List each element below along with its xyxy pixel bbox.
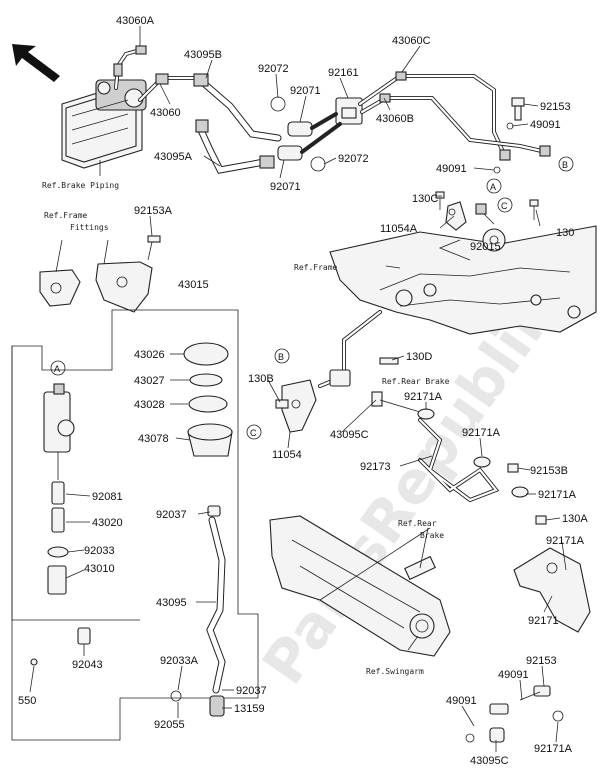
- label-49091-top: 49091: [530, 119, 561, 131]
- label-130D: 130D: [406, 351, 432, 363]
- label-92072-top: 92072: [258, 63, 289, 75]
- label-130A: 130A: [562, 513, 588, 525]
- label-92153-top: 92153: [540, 101, 571, 113]
- label-92171: 92171: [528, 615, 559, 627]
- rear-brake-pedal: [465, 515, 591, 743]
- label-92171A-5: 92171A: [534, 743, 573, 755]
- label-43010: 43010: [84, 563, 115, 575]
- callout-a-lower-label: A: [54, 364, 60, 374]
- abs-unit: [61, 79, 147, 176]
- label-92161: 92161: [328, 67, 359, 79]
- frame: [329, 191, 597, 335]
- label-92171A-2: 92171A: [462, 427, 501, 439]
- label-43060C: 43060C: [392, 35, 431, 47]
- callout-c-lower-label: C: [250, 428, 257, 438]
- front-arrow-icon: [12, 44, 60, 82]
- label-130B: 130B: [248, 373, 274, 385]
- label-43027: 43027: [134, 375, 165, 387]
- label-43095A: 43095A: [154, 151, 193, 163]
- label-92171A-4: 92171A: [546, 535, 585, 547]
- part-labels: 43060A 43095B 43060 92072 92161 43060C 9…: [18, 15, 588, 767]
- reservoir-bracket: [39, 235, 161, 313]
- label-92071-bottom: 92071: [270, 181, 301, 193]
- label-43095: 43095: [156, 597, 187, 609]
- ref-rear-brake: Ref.Rear Brake: [382, 377, 450, 386]
- label-92153B: 92153B: [530, 465, 568, 477]
- label-130: 130: [556, 227, 574, 239]
- label-92171A-1: 92171A: [404, 391, 443, 403]
- ref-frame-fittings-line2: Fittings: [70, 223, 109, 232]
- label-92033A: 92033A: [160, 655, 199, 667]
- leader-lines: [29, 26, 567, 752]
- ref-rear-brake-2-line2: Brake: [420, 531, 444, 540]
- ref-frame: Ref.Frame: [294, 263, 338, 272]
- callout-a-lower: [50, 360, 66, 376]
- callout-b-upper-label: B: [562, 160, 568, 170]
- callout-b-lower: [274, 348, 290, 364]
- label-92153-low: 92153: [526, 655, 557, 667]
- label-13159: 13159: [234, 703, 265, 715]
- label-11054A: 11054A: [380, 223, 418, 235]
- callout-c-upper: [497, 197, 513, 213]
- label-92081: 92081: [92, 491, 123, 503]
- assembly-outline: [11, 309, 259, 741]
- label-49091-mid: 49091: [436, 163, 467, 175]
- ref-swingarm: Ref.Swingarm: [366, 667, 424, 676]
- label-43060B: 43060B: [376, 113, 414, 125]
- callout-c-lower: [246, 424, 262, 440]
- callout-c-upper-label: C: [501, 201, 508, 211]
- ref-frame-fittings-line1: Ref.Frame: [44, 211, 88, 220]
- rear-brake-bracket: [275, 310, 421, 433]
- label-43095C: 43095C: [330, 429, 369, 441]
- label-49091-bottom: 49091: [446, 695, 477, 707]
- label-43095B: 43095B: [184, 49, 222, 61]
- label-43078: 43078: [138, 433, 169, 445]
- label-43020: 43020: [92, 517, 123, 529]
- label-92037-low: 92037: [236, 685, 267, 697]
- label-92171A-3: 92171A: [538, 489, 577, 501]
- label-43060: 43060: [150, 107, 181, 119]
- reference-labels: Ref.Brake Piping Ref.Frame Fittings Ref.…: [42, 181, 450, 676]
- assembly-outline-left: [11, 346, 140, 621]
- label-92037-mid: 92037: [156, 509, 187, 521]
- label-43028: 43028: [134, 399, 165, 411]
- master-cylinder: [30, 383, 91, 666]
- label-92153A: 92153A: [134, 205, 173, 217]
- label-130C: 130C: [412, 193, 438, 205]
- label-92173: 92173: [360, 461, 391, 473]
- label-43060A: 43060A: [116, 15, 155, 27]
- label-92033: 92033: [84, 545, 115, 557]
- label-92072-bottom: 92072: [338, 153, 369, 165]
- label-92055: 92055: [154, 719, 185, 731]
- callout-a-upper: [486, 178, 502, 194]
- label-49091-low: 49091: [498, 669, 529, 681]
- ref-brake-piping: Ref.Brake Piping: [42, 181, 119, 190]
- callout-b-upper: [558, 156, 574, 172]
- label-550: 550: [18, 695, 36, 707]
- brake-pipes-upper: [113, 45, 551, 174]
- label-11054: 11054: [272, 449, 302, 461]
- reservoir: [170, 342, 233, 717]
- callout-b-lower-label: B: [278, 352, 284, 362]
- label-43026: 43026: [134, 349, 165, 361]
- label-92071-top: 92071: [290, 85, 321, 97]
- label-92043: 92043: [72, 659, 103, 671]
- label-43015: 43015: [178, 279, 209, 291]
- callout-a-upper-label: A: [490, 182, 496, 192]
- label-92015: 92015: [470, 241, 501, 253]
- label-43095C-bottom: 43095C: [470, 755, 509, 767]
- ref-rear-brake-2-line1: Ref.Rear: [398, 519, 437, 528]
